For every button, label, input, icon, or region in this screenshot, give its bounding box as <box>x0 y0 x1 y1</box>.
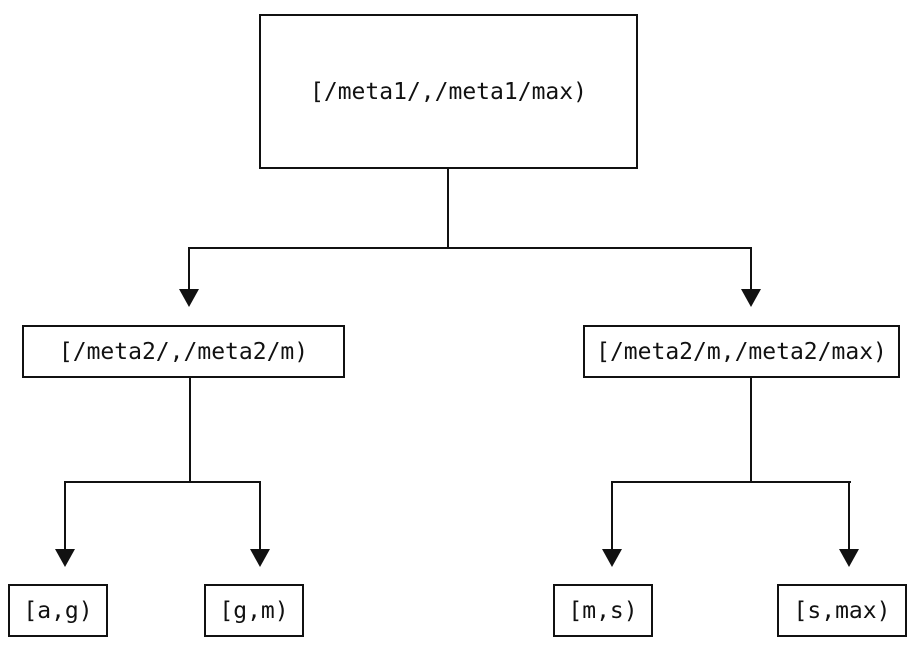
edge-mid-right-stem <box>750 377 752 482</box>
edge-root-to-mid-right <box>750 247 752 290</box>
node-leaf-ms-label: [m,s) <box>568 597 638 624</box>
edge-mid-right-to-leaf-ms <box>611 481 613 550</box>
node-leaf-smax-label: [s,max) <box>793 597 891 624</box>
node-leaf-ag: [a,g) <box>8 584 108 637</box>
edge-mid-left-to-leaf-gm <box>259 481 261 550</box>
arrowhead-down-icon <box>55 549 75 567</box>
node-leaf-smax: [s,max) <box>777 584 907 637</box>
edge-mid-right-branch-bar <box>611 481 851 483</box>
arrowhead-down-icon <box>602 549 622 567</box>
node-root: [/meta1/,/meta1/max) <box>259 14 638 169</box>
edge-mid-left-stem <box>189 377 191 482</box>
edge-mid-left-branch-bar <box>64 481 261 483</box>
node-mid-right: [/meta2/m,/meta2/max) <box>583 325 900 378</box>
node-root-label: [/meta1/,/meta1/max) <box>310 78 587 105</box>
node-mid-left-label: [/meta2/,/meta2/m) <box>58 338 309 365</box>
edge-root-stem <box>447 169 449 248</box>
edge-root-branch-bar <box>188 247 752 249</box>
node-mid-left: [/meta2/,/meta2/m) <box>22 325 345 378</box>
node-leaf-gm: [g,m) <box>204 584 304 637</box>
node-leaf-ag-label: [a,g) <box>23 597 93 624</box>
arrowhead-down-icon <box>741 289 761 307</box>
node-mid-right-label: [/meta2/m,/meta2/max) <box>596 338 887 365</box>
edge-root-to-mid-left <box>188 247 190 290</box>
arrowhead-down-icon <box>250 549 270 567</box>
arrowhead-down-icon <box>839 549 859 567</box>
edge-mid-left-to-leaf-ag <box>64 481 66 550</box>
edge-mid-right-to-leaf-smax <box>848 481 850 550</box>
arrowhead-down-icon <box>179 289 199 307</box>
node-leaf-ms: [m,s) <box>553 584 653 637</box>
node-leaf-gm-label: [g,m) <box>219 597 289 624</box>
